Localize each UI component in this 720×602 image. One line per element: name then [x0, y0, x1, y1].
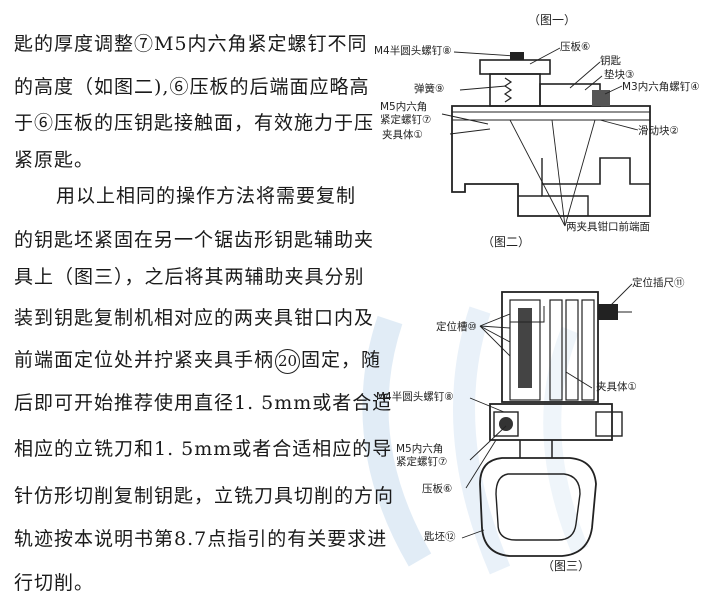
- fig2-label-m3-screw: M3内六角螺钉④: [622, 80, 700, 93]
- figure2-leader-lines: [441, 47, 639, 227]
- figure3-diagram: 定位插尺⑪ 定位槽⑩ 夹具体① M4半圆头螺钉⑧ M5内六角 紧定螺钉⑦ 压板⑥…: [376, 276, 685, 573]
- text-line-14: 行切削。: [14, 572, 95, 594]
- fig2-label-m5-screw-2: 紧定螺钉⑦: [380, 113, 431, 126]
- fig2-label-slider: 滑动块②: [638, 125, 679, 137]
- key-shape: [539, 83, 601, 107]
- text-line-12: 针仿形切削复制钥匙，立铣刀具切削的方向: [14, 485, 395, 507]
- clamp-body-shape: [451, 105, 651, 217]
- fig3-label-slot: 定位槽⑩: [436, 320, 477, 333]
- figure2-diagram: M4半圆头螺钉⑧ 压板⑥ 钥匙 垫块③ M3内六角螺钉④ 弹簧⑨ M5内六角 紧…: [374, 40, 700, 249]
- text-line-6: 的钥匙坯紧固在另一个锯齿形钥匙辅助夹: [14, 229, 375, 251]
- fig3-label-m4-screw: M4半圆头螺钉⑧: [376, 390, 454, 403]
- figure1-caption-text: （图一）: [528, 13, 576, 27]
- fig3-slot-shape: [518, 308, 532, 388]
- fig2-label-spacer: 垫块③: [604, 68, 634, 81]
- slider-shape: [542, 157, 650, 185]
- fig2-label-jaw-front: 两夹具钳口前端面: [566, 220, 650, 233]
- fig3-label-clamp-body: 夹具体①: [596, 380, 637, 393]
- text-line-13: 轨迹按本说明书第8.7点指引的有关要求进: [14, 528, 388, 550]
- spacer-shape: [592, 90, 610, 106]
- fig2-label-m5-screw-1: M5内六角: [380, 100, 427, 113]
- fig2-label-clamp-body: 夹具体①: [382, 128, 423, 141]
- text-line-9-end: 固定，随: [301, 349, 382, 371]
- fig3-key-blank-shape: [479, 457, 597, 557]
- text-line-1: 匙的厚度调整⑦M5内六角紧定螺钉不同: [14, 33, 368, 55]
- fig2-label-key: 钥匙: [600, 54, 621, 67]
- text-line-3: 于⑥压板的压钥匙接触面，有效施力于压: [14, 112, 375, 134]
- text-line-11: 相应的立铣刀和1. 5mm或者合适相应的导: [14, 438, 393, 460]
- figure3-caption: （图三）: [542, 559, 590, 573]
- figure3-leader-lines: [461, 283, 633, 539]
- text-line-9-start: 前端面定位处并拧紧夹具手柄: [14, 349, 275, 371]
- text-line-2: 的高度（如图二),⑥压板的后端面应略高: [14, 76, 370, 98]
- fig3-label-m5-screw-2: 紧定螺钉⑦: [396, 455, 447, 468]
- spring-shape: [503, 77, 513, 103]
- fig3-label-m5-screw-1: M5内六角: [396, 442, 443, 455]
- circled-number: 20: [275, 349, 301, 374]
- text-line-7: 具上（图三），之后将其两辅助夹具分别: [14, 266, 365, 288]
- pressure-plate-shape: [489, 73, 541, 107]
- fig3-clamp-body-shape: [501, 291, 599, 403]
- text-line-5: 用以上相同的操作方法将需要复制: [56, 185, 357, 207]
- fig3-label-key-blank: 匙坯⑫: [424, 531, 456, 543]
- figure2-caption: （图二）: [482, 235, 530, 249]
- fig2-label-spring: 弹簧⑨: [414, 82, 444, 95]
- fig3-label-pressure-plate: 压板⑥: [422, 482, 452, 495]
- text-line-10: 后即可开始推荐使用直径1. 5mm或者合适: [14, 392, 393, 414]
- fig2-label-m4-screw: M4半圆头螺钉⑧: [374, 44, 452, 57]
- fig3-pressure-plate-shape: [489, 403, 613, 441]
- figure1-caption: （图一）: [528, 13, 576, 27]
- text-line-4: 紧原匙。: [14, 149, 95, 171]
- fig2-label-pressure-plate: 压板⑥: [560, 40, 590, 53]
- text-line-8: 装到钥匙复制机相对应的两夹具钳口内及: [14, 307, 375, 329]
- fig3-label-ruler: 定位插尺⑪: [632, 276, 685, 289]
